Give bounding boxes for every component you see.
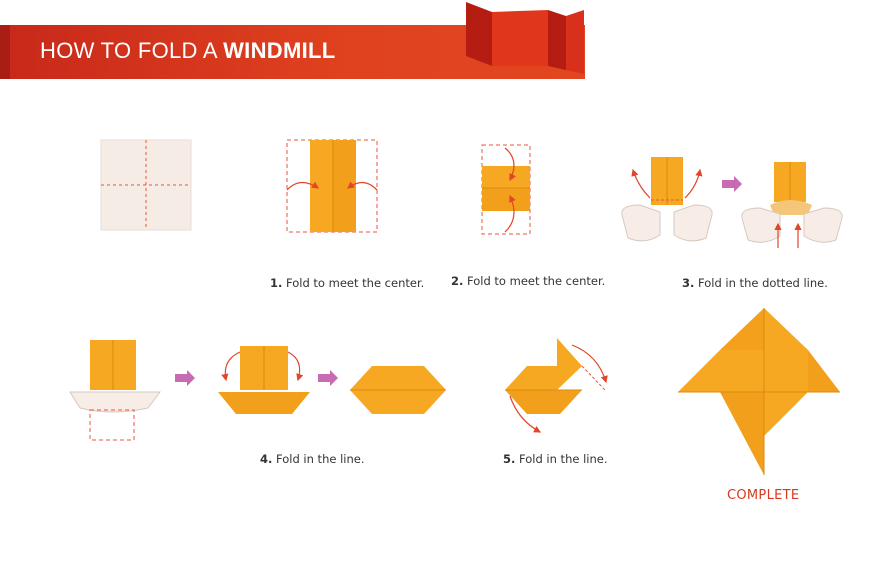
step5-text: Fold in the line. bbox=[519, 452, 608, 466]
step2-text: Fold to meet the center. bbox=[467, 274, 606, 288]
step5-illustration bbox=[505, 338, 608, 433]
step4-illustration bbox=[69, 340, 446, 441]
step1-illustration bbox=[286, 139, 378, 233]
step2-illustration bbox=[481, 144, 531, 235]
step2-caption: 2. Fold to meet the center. bbox=[451, 274, 605, 288]
step4-text: Fold in the line. bbox=[276, 452, 365, 466]
step4-arrow-b bbox=[318, 370, 338, 386]
step5-number: 5. bbox=[503, 452, 516, 466]
step3-text: Fold in the dotted line. bbox=[698, 276, 828, 290]
step2-number: 2. bbox=[451, 274, 464, 288]
page-title: HOW TO FOLD A WINDMILL bbox=[40, 38, 335, 64]
step3-next-arrow bbox=[722, 176, 742, 192]
step1-caption: 1. Fold to meet the center. bbox=[270, 276, 424, 290]
step3-illustration bbox=[621, 157, 843, 248]
header-banner-edge bbox=[0, 25, 10, 79]
step4-number: 4. bbox=[260, 452, 273, 466]
step4-arrow-a bbox=[175, 370, 195, 386]
title-prefix: HOW TO FOLD A bbox=[40, 38, 224, 63]
title-bold: WINDMILL bbox=[223, 38, 336, 63]
step3-caption: 3. Fold in the dotted line. bbox=[682, 276, 828, 290]
folded-banner-logo bbox=[466, 2, 584, 74]
step4-caption: 4. Fold in the line. bbox=[260, 452, 365, 466]
complete-windmill bbox=[678, 308, 840, 475]
step1-text: Fold to meet the center. bbox=[286, 276, 425, 290]
step5-caption: 5. Fold in the line. bbox=[503, 452, 608, 466]
complete-label: COMPLETE bbox=[727, 488, 800, 503]
step0-blank-square bbox=[100, 139, 192, 231]
step3-number: 3. bbox=[682, 276, 695, 290]
step1-number: 1. bbox=[270, 276, 283, 290]
